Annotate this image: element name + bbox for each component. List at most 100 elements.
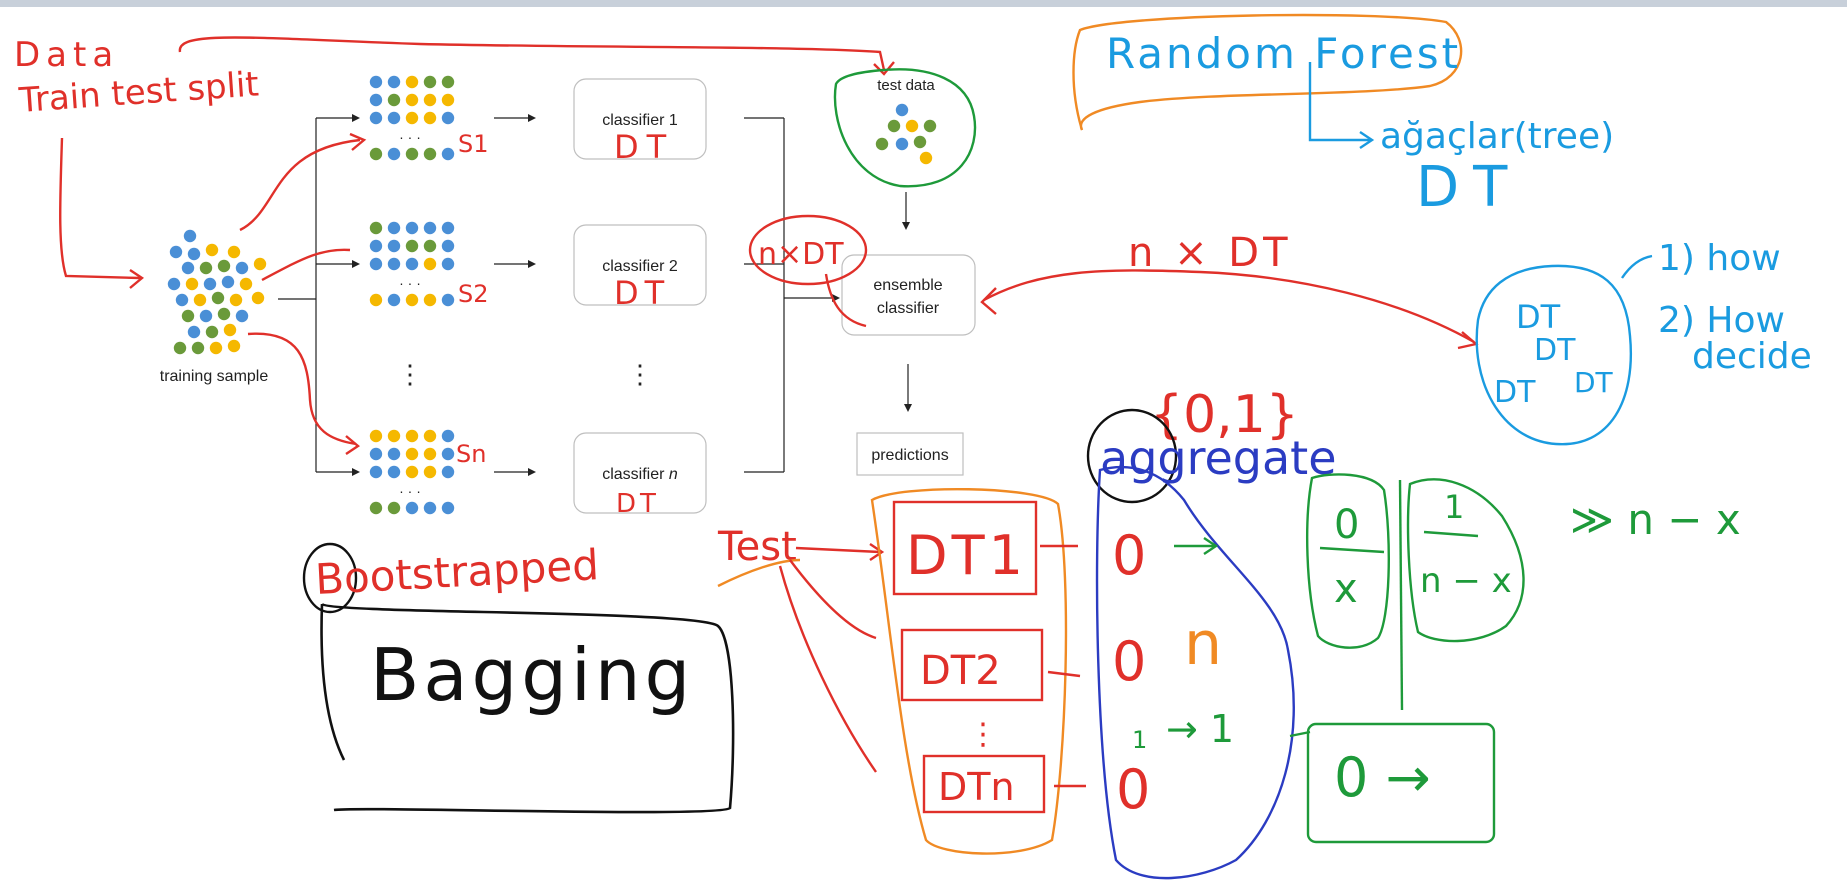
training-dot xyxy=(205,243,219,257)
subset-to-classifier-arrows xyxy=(494,114,536,476)
training-dot xyxy=(229,293,243,307)
sample-dot xyxy=(441,221,455,235)
note-green-bottom: 0 → xyxy=(1334,746,1431,809)
training-dot xyxy=(217,259,231,273)
sample-dot xyxy=(423,111,437,125)
note-dtn: DTn xyxy=(938,765,1015,809)
sample-dot xyxy=(369,257,383,271)
test-dot xyxy=(895,137,909,151)
training-dot xyxy=(183,229,197,243)
svg-text:classifier 2: classifier 2 xyxy=(602,258,678,275)
sample-dot xyxy=(369,429,383,443)
subsets-vdots: ⋮ xyxy=(397,359,423,389)
training-dot xyxy=(187,325,201,339)
test-dot xyxy=(923,119,937,133)
sample-dot xyxy=(441,257,455,271)
test-dot xyxy=(887,119,901,133)
classifier-to-ensemble-connectors xyxy=(744,117,840,473)
training-dot xyxy=(193,293,207,307)
test-dot xyxy=(875,137,889,151)
note-dt-big: DT xyxy=(1416,155,1521,220)
sample-dot xyxy=(441,501,455,515)
note-forest-dt-4: DT xyxy=(1574,366,1614,399)
sample-dot xyxy=(387,447,401,461)
note-data: Data xyxy=(14,35,119,75)
sample-dot xyxy=(387,293,401,307)
note-arrow-one: → 1 xyxy=(1166,707,1234,751)
sample-dot xyxy=(423,293,437,307)
training-dot xyxy=(181,309,195,323)
sample-dot xyxy=(369,93,383,107)
sample-dot xyxy=(423,75,437,89)
training-dot xyxy=(235,309,249,323)
training-dot xyxy=(167,277,181,291)
sample-dot xyxy=(387,221,401,235)
sample-dot xyxy=(441,429,455,443)
bootstrap-subset-1 xyxy=(369,75,455,161)
subset-n-ellipsis: · · · xyxy=(399,483,421,499)
test-dot xyxy=(913,135,927,149)
note-aggregate: aggregate xyxy=(1100,431,1337,485)
sample-dot xyxy=(369,293,383,307)
training-dot xyxy=(175,293,189,307)
classifier-1-prefix: classifier xyxy=(602,112,669,129)
sample-dot xyxy=(387,429,401,443)
note-green-right-top: 1 xyxy=(1444,488,1464,526)
sample-dot xyxy=(441,239,455,253)
note-bootstrapped: Bootstrapped xyxy=(314,540,600,604)
handwritten-annotations: Data Train test split S1 S2 Sn DT DT DT … xyxy=(14,13,1812,880)
note-green-left-bottom: x xyxy=(1334,566,1358,612)
sample-dot xyxy=(387,239,401,253)
sample-dot xyxy=(387,501,401,515)
note-nxdt-big: n × DT xyxy=(1128,230,1292,276)
training-dot xyxy=(185,277,199,291)
training-dot xyxy=(235,261,249,275)
sample-dot xyxy=(423,429,437,443)
training-dot xyxy=(187,247,201,261)
sample-dot xyxy=(405,465,419,479)
training-dot xyxy=(181,261,195,275)
sample-dot xyxy=(369,239,383,253)
sample-dot xyxy=(387,465,401,479)
sample-dot xyxy=(405,429,419,443)
note-green-left-top: 0 xyxy=(1334,502,1359,548)
classifier-2-prefix: classifier xyxy=(602,258,669,275)
sample-dot xyxy=(387,93,401,107)
dt-column: DT1 DT2 ⋮ DTn xyxy=(892,500,1046,814)
test-dot xyxy=(895,103,909,117)
training-dot xyxy=(251,291,265,305)
predictions-label: predictions xyxy=(871,447,948,464)
svg-text:classifier 1: classifier 1 xyxy=(602,112,678,129)
note-set01: {0,1} xyxy=(1150,385,1299,445)
sample-dot xyxy=(405,447,419,461)
note-sn: Sn xyxy=(456,440,486,468)
training-dot xyxy=(227,339,241,353)
sample-dot xyxy=(405,111,419,125)
sample-dot xyxy=(369,465,383,479)
sample-dot xyxy=(369,221,383,235)
window-top-bar xyxy=(0,0,1847,7)
sample-dot xyxy=(423,239,437,253)
note-test: Test xyxy=(717,524,797,570)
sample-dot xyxy=(387,257,401,271)
classifier-1-box: classifier 1 xyxy=(573,78,707,160)
sample-dot xyxy=(369,501,383,515)
note-how-decide-2: decide xyxy=(1692,336,1812,377)
bootstrap-subset-n xyxy=(369,429,455,515)
sample-dot xyxy=(441,465,455,479)
test-dot xyxy=(905,119,919,133)
sample-dot xyxy=(423,147,437,161)
classifier-n-index: n xyxy=(669,466,678,483)
subset-2-ellipsis: · · · xyxy=(399,275,421,291)
note-output-2: 0 xyxy=(1112,630,1146,693)
training-dot xyxy=(221,275,235,289)
note-s2: S2 xyxy=(458,280,489,308)
note-green-right-bottom: n − x xyxy=(1420,561,1512,601)
note-how-decide-1: 2) How xyxy=(1658,300,1785,341)
sample-dot xyxy=(441,147,455,161)
sample-dot xyxy=(423,501,437,515)
sample-dot xyxy=(441,111,455,125)
note-classifier-2-dt: DT xyxy=(614,274,670,312)
training-dot xyxy=(169,245,183,259)
note-dt2: DT2 xyxy=(920,648,1001,694)
